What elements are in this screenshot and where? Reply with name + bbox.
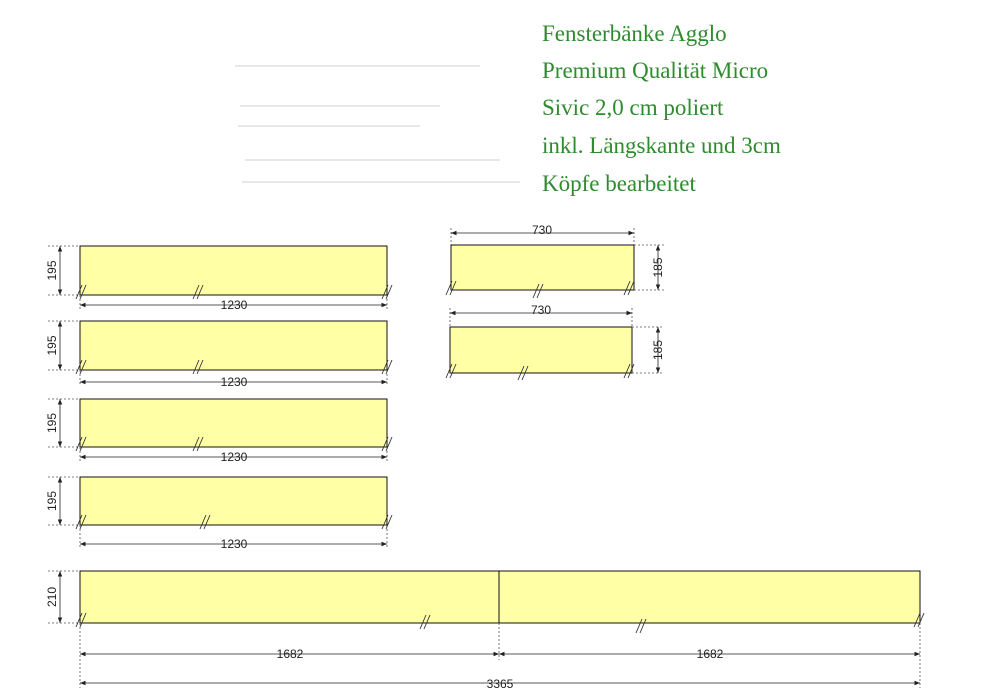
panel-1-length-label: 1230 (221, 298, 248, 312)
panel-1: 195 1230 (45, 245, 393, 312)
panel-1-rect (79, 245, 388, 296)
panel-4: 195 1230 (45, 476, 393, 551)
panel-1-depth-label: 195 (45, 260, 59, 280)
panel-4-length-label: 1230 (221, 537, 248, 551)
faded-background-artifacts (235, 65, 520, 183)
panel-3-rect (79, 398, 388, 448)
long-panel: 210 1682 1682 3365 (45, 570, 925, 691)
panel-6-length-label: 730 (531, 303, 551, 317)
title-line-1: Fensterbänke Agglo (542, 21, 727, 46)
title-block: Fensterbänke Agglo Premium Qualität Micr… (542, 21, 781, 196)
panel-3-length-label: 1230 (221, 450, 248, 464)
panel-5-length-label: 730 (532, 223, 552, 237)
panel-3: 195 1230 (45, 398, 393, 464)
panel-5-rect (450, 244, 635, 291)
panel-2-length-label: 1230 (221, 375, 248, 389)
title-line-4: inkl. Längskante und 3cm (542, 133, 781, 158)
break-mark (75, 359, 393, 375)
panel-4-depth-label: 195 (45, 491, 59, 511)
break-mark (75, 612, 925, 634)
title-line-2: Premium Qualität Micro (542, 58, 768, 83)
break-mark (445, 280, 635, 299)
panel-6-rect (449, 326, 633, 374)
panel-3-depth-label: 195 (45, 413, 59, 433)
panel-6-depth-label: 185 (651, 340, 665, 360)
panel-2: 195 1230 (45, 320, 393, 389)
title-line-3: Sivic 2,0 cm poliert (542, 95, 724, 120)
panel-5-depth-label: 185 (651, 257, 665, 277)
long-panel-depth-label: 210 (45, 587, 59, 607)
long-panel-segment-2-label: 1682 (697, 647, 724, 661)
panel-2-rect (79, 320, 388, 371)
panel-5: 730 185 (445, 223, 665, 299)
break-mark (445, 363, 635, 381)
long-panel-total-label: 3365 (487, 677, 514, 691)
long-panel-segment-1-label: 1682 (277, 647, 304, 661)
break-mark (75, 436, 393, 452)
panel-6: 730 185 (445, 303, 665, 381)
break-mark (75, 284, 393, 300)
break-mark (75, 514, 393, 530)
long-panel-rect (79, 570, 921, 624)
title-line-5: Köpfe bearbeitet (542, 171, 697, 196)
panel-2-depth-label: 195 (45, 335, 59, 355)
panel-4-rect (79, 476, 388, 526)
